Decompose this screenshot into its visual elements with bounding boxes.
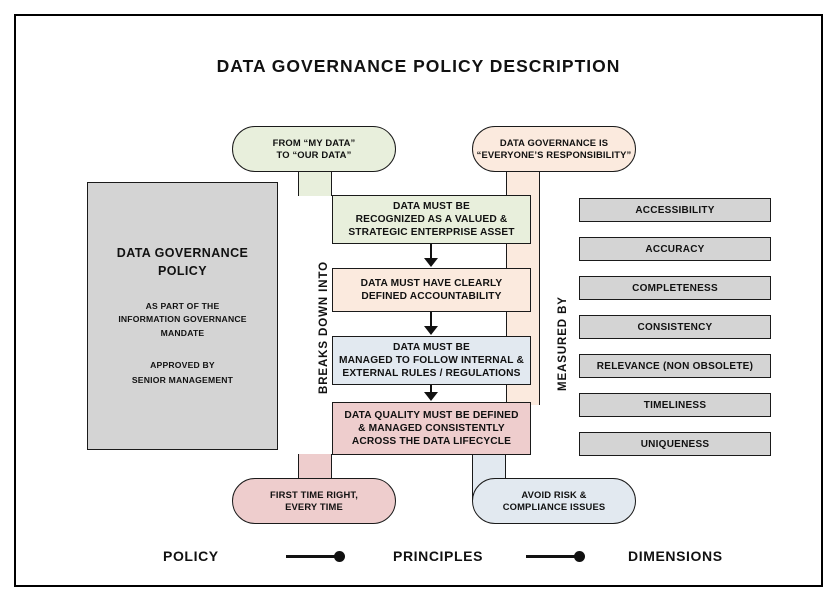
page-title: DATA GOVERNANCE POLICY DESCRIPTION (216, 56, 621, 76)
policy-title: DATA GOVERNANCE POLICY (116, 245, 249, 278)
dimension-label: TIMELINESS (643, 399, 707, 411)
dimension-uniqueness: UNIQUENESS (579, 432, 771, 456)
dimension-label: CONSISTENCY (637, 321, 713, 333)
pill-everyones-responsibility-label: DATA GOVERNANCE IS“EVERYONE’S RESPONSIBI… (476, 136, 632, 160)
dimension-consistency: CONSISTENCY (579, 315, 771, 339)
dimension-label: ACCURACY (645, 243, 705, 255)
dimension-label: UNIQUENESS (640, 438, 710, 450)
dimension-label: ACCESSIBILITY (635, 204, 715, 216)
legend-dimensions: DIMENSIONS (628, 548, 723, 564)
pill-from-my-data: FROM “MY DATA”TO “OUR DATA” (232, 126, 396, 172)
diagram-frame: DATA GOVERNANCE POLICY DESCRIPTION FROM … (14, 14, 823, 587)
dimension-label: COMPLETENESS (632, 282, 718, 294)
legend-connector-1-dot (334, 551, 345, 562)
arrow-2-head (424, 326, 438, 335)
arrow-3-head (424, 392, 438, 401)
pill-from-my-data-label: FROM “MY DATA”TO “OUR DATA” (272, 136, 356, 160)
dimension-accuracy: ACCURACY (579, 237, 771, 261)
arrow-3-shaft (430, 385, 433, 394)
legend-connector-1-line (286, 555, 338, 558)
pill-avoid-risk-label: AVOID RISK &COMPLIANCE ISSUES (502, 488, 606, 512)
arrow-2-shaft (430, 312, 433, 328)
dimension-completeness: COMPLETENESS (579, 276, 771, 300)
arrow-1-shaft (430, 244, 433, 260)
legend-connector-2-dot (574, 551, 585, 562)
arrow-1-head (424, 258, 438, 267)
dimension-accessibility: ACCESSIBILITY (579, 198, 771, 222)
dimension-relevance: RELEVANCE (NON OBSOLETE) (579, 354, 771, 378)
legend-connector-2-line (526, 555, 578, 558)
label-measured-by: MEASURED BY (557, 296, 569, 391)
legend-policy: POLICY (163, 548, 219, 564)
pill-first-time-right: FIRST TIME RIGHT,EVERY TIME (232, 478, 396, 524)
label-breaks-down-into: BREAKS DOWN INTO (318, 260, 330, 394)
pill-first-time-right-label: FIRST TIME RIGHT,EVERY TIME (270, 488, 358, 512)
principle-data-quality-label: DATA QUALITY MUST BE DEFINED& MANAGED CO… (344, 409, 519, 448)
dimension-timeliness: TIMELINESS (579, 393, 771, 417)
principle-data-quality: DATA QUALITY MUST BE DEFINED& MANAGED CO… (332, 402, 531, 455)
pill-everyones-responsibility: DATA GOVERNANCE IS“EVERYONE’S RESPONSIBI… (472, 126, 636, 172)
pill-avoid-risk: AVOID RISK &COMPLIANCE ISSUES (472, 478, 636, 524)
dimension-label: RELEVANCE (NON OBSOLETE) (596, 360, 754, 372)
legend-principles: PRINCIPLES (393, 548, 484, 564)
